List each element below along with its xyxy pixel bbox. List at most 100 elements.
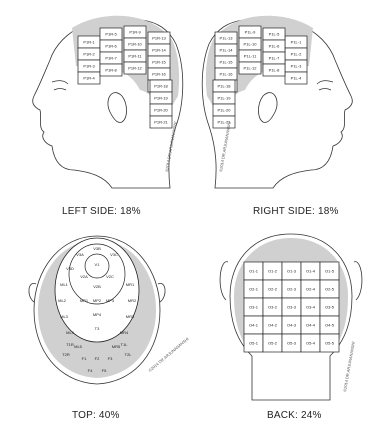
top-zone-label: MR4 — [120, 330, 129, 335]
back-zone-cell: O1-4 — [301, 262, 320, 280]
back-zone-cell: O2-3 — [282, 280, 301, 298]
right-grid-cell-label: P1L-2 — [291, 52, 302, 57]
left-grid-cell-label: P1R-3 — [83, 64, 95, 69]
back-zone-cell: O2-2 — [263, 280, 282, 298]
top-zone-label: MR3 — [126, 314, 135, 319]
back-zone-cell-label: O1-5 — [325, 269, 335, 274]
right-grid-cell: P1L-12 — [239, 62, 261, 74]
top-zone-label: V2B — [93, 284, 101, 289]
back-zone-cell-label: O3-1 — [249, 305, 259, 310]
right-grid-cell-label: P1L-10 — [244, 42, 258, 47]
left-grid-cell-label: P1R-14 — [152, 48, 166, 53]
right-grid-cell-label: P1L-8 — [269, 68, 280, 73]
back-zone-cell: O4-3 — [282, 316, 301, 334]
top-zone-label: T1L — [121, 342, 129, 347]
back-zone-cell-label: O5-2 — [268, 341, 278, 346]
left-grid-cell-label: P1R-8 — [105, 68, 117, 73]
right-side-caption: RIGHT SIDE: 18% — [253, 206, 339, 217]
top-zone-label: MP2 — [93, 298, 102, 303]
back-zone-cell-label: O4-1 — [249, 323, 259, 328]
top-zone-label: T1R — [66, 342, 74, 347]
top-zone-label: ML5 — [74, 344, 83, 349]
left-grid-cell: P1R-5 — [100, 28, 122, 40]
back-zone-cell: O5-1 — [244, 334, 263, 352]
right-grid-cell: P1L-6 — [263, 40, 285, 52]
left-grid-cell: P1R-7 — [100, 52, 122, 64]
back-zone-cell-label: O1-4 — [306, 269, 316, 274]
left-grid-cell-label: P1R-18 — [154, 84, 168, 89]
right-grid-cell: P1L-8 — [263, 64, 285, 76]
top-zone-label: T2L — [125, 352, 133, 357]
left-grid-cell-label: P1R-13 — [152, 36, 166, 41]
top-zone-label: F5 — [102, 368, 107, 373]
top-zone-label: T2R — [62, 352, 70, 357]
right-grid-cell-label: P1L-5 — [269, 32, 280, 37]
right-grid-cell: P1L-9 — [239, 26, 261, 38]
back-zone-cell: O5-2 — [263, 334, 282, 352]
back-zone-cell-label: O4-3 — [287, 323, 297, 328]
right-grid-cell: P1L-10 — [239, 38, 261, 50]
right-grid-cell: P1L-7 — [263, 52, 285, 64]
left-grid-cell-label: P1R-21 — [154, 120, 168, 125]
left-eyebrow — [52, 81, 68, 84]
left-grid-cell: P1R-16 — [148, 68, 170, 80]
top-zone-label: V1 — [95, 262, 101, 267]
left-grid-cell: P1R-18 — [150, 80, 172, 92]
back-right-ear-icon — [354, 262, 362, 300]
back-zone-cell-label: O2-2 — [268, 287, 278, 292]
right-grid-cell: P1L-5 — [263, 28, 285, 40]
back-zone-cell: O4-5 — [320, 316, 339, 334]
back-zone-cell: O2-1 — [244, 280, 263, 298]
right-grid-cell: P1L-16 — [215, 68, 237, 80]
back-zone-cell: O1-3 — [282, 262, 301, 280]
right-grid-cell: P1L-20 — [213, 104, 235, 116]
back-zone-cell: O3-1 — [244, 298, 263, 316]
right-eyebrow — [317, 81, 333, 84]
top-zone-label: F3 — [108, 356, 113, 361]
back-zone-cell-label: O2-4 — [306, 287, 316, 292]
right-grid-cell-label: P1L-6 — [269, 44, 280, 49]
back-zone-cell: O3-2 — [263, 298, 282, 316]
left-copyright: ©2014 DR.ARJUNANANSHI — [164, 121, 178, 172]
back-zone-cell-label: O2-3 — [287, 287, 297, 292]
back-zone-cell-label: O2-1 — [249, 287, 259, 292]
back-zone-cell-label: O1-2 — [268, 269, 278, 274]
left-grid-cell-label: P1R-10 — [128, 42, 142, 47]
top-zone-label: ML1 — [60, 282, 69, 287]
left-grid-cell: P1R-20 — [150, 104, 172, 116]
left-grid-cell-label: P1R-7 — [105, 56, 117, 61]
left-grid-cell: P1R-1 — [78, 36, 100, 48]
top-zone-label: MR2 — [128, 298, 137, 303]
back-zone-cell: O3-3 — [282, 298, 301, 316]
back-zone-cell: O2-5 — [320, 280, 339, 298]
right-grid-cell: P1L-4 — [285, 72, 307, 84]
back-zone-cell-label: O1-1 — [249, 269, 259, 274]
top-zone-label: F1 — [82, 356, 87, 361]
right-grid-cell-label: P1L-20 — [218, 108, 232, 113]
back-zone-cell-label: O5-4 — [306, 341, 316, 346]
back-zone-cell: O1-5 — [320, 262, 339, 280]
back-zone-cell-label: O4-5 — [325, 323, 335, 328]
right-zone-grid: P1L-1P1L-2P1L-3P1L-4P1L-5P1L-6P1L-7P1L-8… — [213, 26, 307, 128]
back-zone-cell-label: O5-5 — [325, 341, 335, 346]
left-grid-cell: P1R-13 — [148, 32, 170, 44]
left-grid-cell-label: P1R-9 — [129, 30, 141, 35]
right-grid-cell-label: P1L-15 — [220, 60, 234, 65]
left-zone-grid: P1R-1P1R-2P1R-3P1R-4P1R-5P1R-6P1R-7P1R-8… — [78, 26, 172, 128]
left-grid-cell: P1R-21 — [150, 116, 172, 128]
right-grid-cell-label: P1L-4 — [291, 76, 302, 81]
right-grid-cell: P1L-2 — [285, 48, 307, 60]
left-grid-cell-label: P1R-19 — [154, 96, 168, 101]
right-grid-cell: P1L-19 — [213, 92, 235, 104]
left-eye-icon — [54, 89, 66, 91]
right-grid-cell-label: P1L-3 — [291, 64, 302, 69]
back-zone-cell-label: O4-4 — [306, 323, 316, 328]
back-zone-cell: O4-2 — [263, 316, 282, 334]
right-grid-cell: P1L-11 — [239, 50, 261, 62]
top-zone-label: MP4 — [93, 312, 102, 317]
right-ear-icon — [259, 93, 278, 123]
left-grid-cell-label: P1R-1 — [83, 40, 95, 45]
back-zone-cell: O5-4 — [301, 334, 320, 352]
back-zone-cell: O1-2 — [263, 262, 282, 280]
top-zone-label: V2C — [106, 274, 114, 279]
